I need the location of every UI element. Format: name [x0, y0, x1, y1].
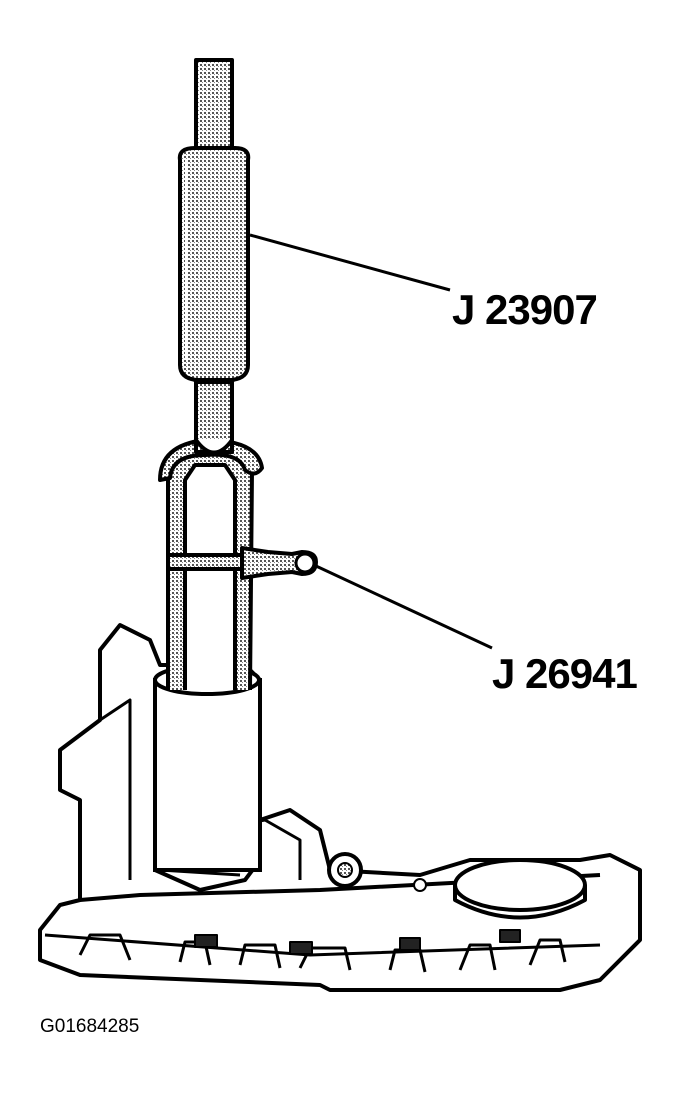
figure-id: G01684285: [40, 1016, 140, 1037]
callout-j26941: J 26941: [492, 650, 638, 697]
tool-j26941-sleeve: [158, 438, 318, 691]
valve-bore: [153, 664, 262, 872]
callout-j23907: J 23907: [452, 286, 598, 333]
leader-lines: [249, 233, 493, 650]
leader-line-j23907: [249, 233, 451, 292]
tool-j23907-hammer: [177, 58, 251, 455]
leader-line-j26941: [315, 564, 493, 650]
